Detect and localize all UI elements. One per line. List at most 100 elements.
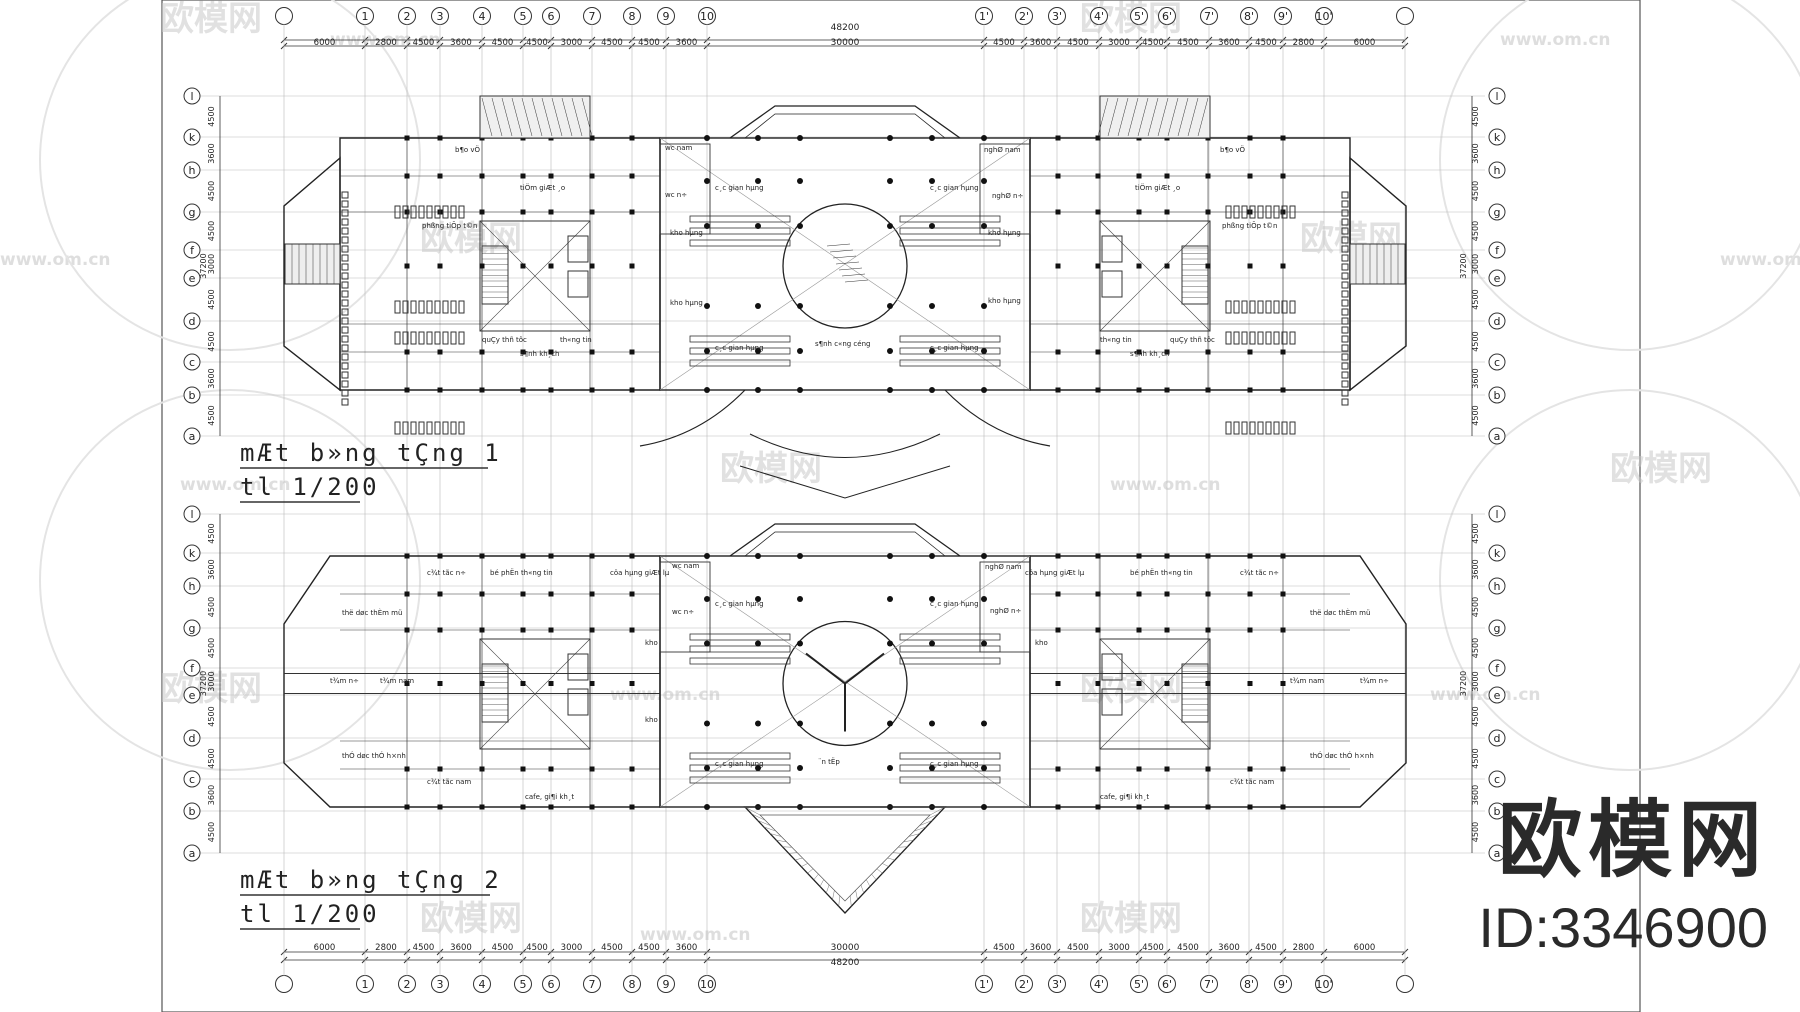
structural-column <box>887 596 893 602</box>
row-dimension-value: 4500 <box>207 706 216 726</box>
watermark-ring <box>39 0 421 351</box>
parking-stall <box>1341 362 1349 370</box>
axis-bubble-row <box>1488 686 1506 704</box>
axis-bubble-row <box>1488 312 1506 330</box>
watermark-url: www.om.cn <box>180 475 291 495</box>
structural-column <box>1205 263 1211 269</box>
structural-column <box>520 553 526 559</box>
axis-bubble-row-label: e <box>1494 272 1501 285</box>
structural-column <box>1136 263 1142 269</box>
row-dimension-value: 4500 <box>207 405 216 425</box>
canopy-grid <box>855 890 858 900</box>
storage-rack <box>1233 421 1240 435</box>
structural-column <box>1247 387 1253 393</box>
structural-column <box>1055 209 1061 215</box>
structural-column <box>797 178 803 184</box>
axis-bubble-row <box>1488 161 1506 179</box>
structural-column <box>981 178 987 184</box>
structural-column <box>981 387 987 393</box>
dimension-value: 4500 <box>413 943 435 953</box>
parking-stall <box>341 191 349 199</box>
row-dimension-value: 4500 <box>1471 597 1480 617</box>
structural-column <box>755 303 761 309</box>
display-counter <box>899 633 1001 641</box>
dimension-value: 2800 <box>375 38 397 48</box>
canopy-grid <box>776 839 787 843</box>
structural-column <box>629 387 635 393</box>
structural-column <box>629 627 635 633</box>
parking-stall <box>1341 326 1349 334</box>
dimension-value: 4500 <box>413 38 435 48</box>
structural-column <box>1205 173 1211 179</box>
structural-column <box>548 173 554 179</box>
axis-bubble-col-label: 5' <box>1134 978 1144 991</box>
structural-column <box>704 720 710 727</box>
parking-stall <box>1341 236 1349 244</box>
structural-column <box>1095 349 1101 355</box>
row-dimension-value: 4500 <box>207 822 216 842</box>
structural-column <box>520 627 526 633</box>
canopy-grid <box>882 863 889 867</box>
total-depth: 37200 <box>1459 253 1468 278</box>
room-label-floor2: ¨n tËp <box>818 757 840 766</box>
structural-column <box>1055 387 1061 393</box>
display-counter <box>899 215 1001 223</box>
structural-column <box>1205 627 1211 633</box>
axis-bubble-row-label: a <box>1494 430 1501 443</box>
storage-rack <box>410 300 417 314</box>
axis-bubble-row <box>1488 729 1506 747</box>
parking-stall <box>341 227 349 235</box>
room-label-floor2: c¸c gian hµng <box>715 600 764 608</box>
row-dimension-value: 3600 <box>1471 559 1480 579</box>
storage-rack <box>1241 331 1248 345</box>
structural-column <box>1164 553 1170 559</box>
room-label-floor1: nghØ n÷ <box>992 192 1023 200</box>
structural-column <box>589 627 595 633</box>
storage-rack <box>418 421 425 435</box>
structural-column <box>1095 553 1101 559</box>
dimension-value: 2800 <box>375 943 397 953</box>
room-label-floor2: cöa hµng giÆt lµ <box>1025 569 1085 577</box>
structural-column <box>1247 173 1253 179</box>
axis-bubble-row-label: d <box>189 315 196 328</box>
room-label-floor1: quÇy thñ tôc <box>1170 336 1215 344</box>
dimension-value: 6000 <box>1354 38 1376 48</box>
display-counter <box>899 347 1001 355</box>
room-label-floor1: wc nam <box>665 144 693 152</box>
structural-column <box>1055 627 1061 633</box>
structural-column <box>629 591 635 597</box>
room-label-floor1: c¸c gian hµng <box>930 184 979 192</box>
canopy-grid <box>866 879 871 887</box>
structural-column <box>479 387 485 393</box>
structural-column <box>404 263 410 269</box>
structural-column <box>437 263 443 269</box>
structural-column <box>404 553 410 559</box>
storage-rack <box>426 421 433 435</box>
axis-bubble-col-label: 7' <box>1204 10 1214 23</box>
structural-column <box>704 553 710 559</box>
axis-bubble-row-label: g <box>189 206 196 219</box>
structural-column <box>1055 553 1061 559</box>
structural-column <box>404 349 410 355</box>
row-dimension-value: 4500 <box>207 331 216 351</box>
dimension-value: 4500 <box>1142 38 1164 48</box>
structural-column <box>548 387 554 393</box>
dimension-value: 4500 <box>601 38 623 48</box>
parking-stall <box>341 362 349 370</box>
storage-rack <box>418 331 425 345</box>
canopy-grid <box>744 806 761 816</box>
canopy-grid <box>788 852 798 854</box>
structural-column <box>704 223 710 229</box>
axis-bubble-row <box>183 203 201 221</box>
axis-bubble-row <box>183 505 201 523</box>
parking-stall <box>1341 344 1349 352</box>
structural-column <box>1205 349 1211 355</box>
row-dimension-value: 4500 <box>207 638 216 658</box>
watermark-ring <box>1439 389 1800 771</box>
dimension-value: 4500 <box>993 38 1015 48</box>
parking-stall <box>341 236 349 244</box>
canopy-hatch-line <box>551 97 563 137</box>
room-label-floor2: cöa hµng giÆt lµ <box>610 569 670 577</box>
row-dimension-value: 4500 <box>1471 181 1480 201</box>
axis-bubble-col-label: 6' <box>1162 10 1172 23</box>
